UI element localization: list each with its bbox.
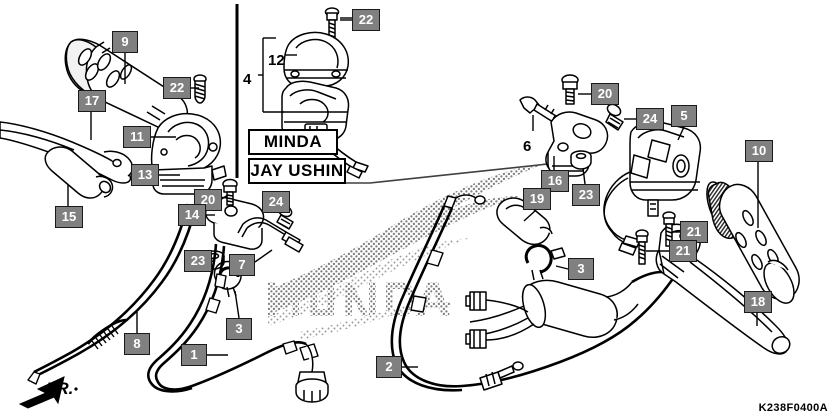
callout-ref-23[interactable]: 23 bbox=[184, 250, 212, 272]
callout-ref-15[interactable]: 15 bbox=[55, 206, 83, 228]
brand-label-minda: MINDA bbox=[248, 129, 338, 155]
callout-ref-17[interactable]: 17 bbox=[78, 90, 106, 112]
callout-ref-11[interactable]: 11 bbox=[123, 126, 151, 148]
bracket-leader-4 bbox=[258, 37, 284, 113]
callout-ref-10[interactable]: 10 bbox=[745, 140, 773, 162]
part-cable-boot bbox=[44, 146, 114, 199]
callout-ref-22[interactable]: 22 bbox=[163, 77, 191, 99]
part-cable-2 bbox=[390, 194, 674, 392]
callout-ref-24[interactable]: 24 bbox=[262, 191, 290, 213]
callout-ref-3[interactable]: 3 bbox=[226, 318, 252, 340]
front-direction-label: FR. bbox=[46, 379, 74, 398]
part-cable-8 bbox=[27, 203, 198, 385]
callout-ref-13[interactable]: 13 bbox=[131, 164, 159, 186]
callout-ref-14[interactable]: 14 bbox=[178, 204, 206, 226]
part-bolt-21-lower bbox=[635, 229, 649, 265]
callout-ref-23[interactable]: 23 bbox=[572, 184, 600, 206]
callout-ref-24[interactable]: 24 bbox=[636, 108, 664, 130]
part-bolt-24-right bbox=[605, 103, 624, 131]
part-bolt-20-left bbox=[222, 178, 238, 206]
callout-ref-2[interactable]: 2 bbox=[376, 356, 402, 378]
part-washer-23-right bbox=[570, 150, 592, 170]
callout-ref-6[interactable]: 6 bbox=[523, 138, 532, 155]
part-left-switch-housing bbox=[150, 112, 227, 195]
callout-ref-8[interactable]: 8 bbox=[124, 333, 150, 355]
part-right-grip bbox=[706, 181, 800, 304]
callout-ref-7[interactable]: 7 bbox=[229, 254, 255, 276]
callout-ref-3[interactable]: 3 bbox=[568, 258, 594, 280]
callout-ref-21[interactable]: 21 bbox=[669, 240, 697, 262]
part-cable-clamp-3-right bbox=[524, 244, 566, 281]
callout-ref-1[interactable]: 1 bbox=[181, 344, 207, 366]
part-throttle-cable-1 bbox=[147, 243, 329, 403]
callout-ref-21[interactable]: 21 bbox=[680, 221, 708, 243]
callout-ref-22[interactable]: 22 bbox=[352, 9, 380, 31]
part-bolt-20-right bbox=[561, 74, 579, 105]
sheet-number: K238F0400A bbox=[758, 402, 828, 414]
callout-ref-20[interactable]: 20 bbox=[591, 83, 619, 105]
part-right-switch-housing bbox=[603, 120, 702, 256]
right-handlebar-group bbox=[390, 74, 800, 392]
part-wire-harness-7 bbox=[237, 217, 304, 253]
part-boot-19 bbox=[496, 197, 553, 246]
callout-ref-4[interactable]: 4 bbox=[243, 71, 252, 88]
honda-watermark bbox=[248, 163, 549, 340]
part-switch-pin-6 bbox=[519, 96, 562, 123]
callout-ref-5[interactable]: 5 bbox=[671, 105, 697, 127]
front-direction-arrow bbox=[18, 376, 78, 409]
callout-ref-9[interactable]: 9 bbox=[112, 31, 138, 53]
centre-switch-clamp-group bbox=[258, 7, 369, 179]
callout-ref-12[interactable]: 12 bbox=[268, 52, 285, 69]
brand-label-jay-ushin: JAY USHIN bbox=[248, 158, 346, 184]
part-clamp-upper-12 bbox=[283, 31, 350, 87]
callout-ref-19[interactable]: 19 bbox=[523, 188, 551, 210]
part-screw-22-left bbox=[193, 74, 207, 104]
part-bolt-21-upper bbox=[662, 211, 676, 247]
part-screw-22-centre bbox=[324, 7, 340, 45]
callout-ref-16[interactable]: 16 bbox=[541, 170, 569, 192]
callout-ref-18[interactable]: 18 bbox=[744, 291, 772, 313]
